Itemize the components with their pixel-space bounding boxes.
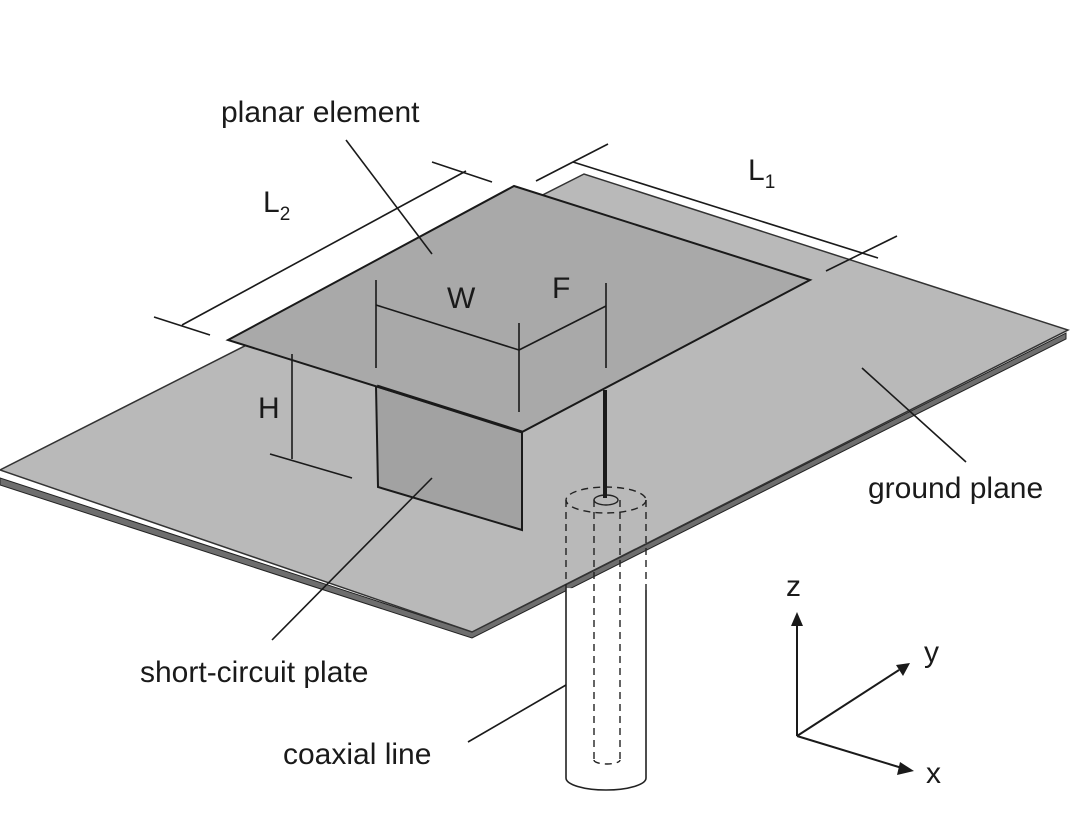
label-l1-sub: 1 xyxy=(765,172,776,193)
label-l1: L1 xyxy=(748,154,775,193)
label-planar-element: planar element xyxy=(221,96,420,129)
leader-coaxial-line xyxy=(467,684,567,743)
z-arrowhead-icon xyxy=(791,612,803,626)
coordinate-axes xyxy=(791,612,914,775)
label-l1-main: L xyxy=(748,154,765,187)
leader-lines xyxy=(271,139,967,743)
dimension-l2 xyxy=(153,161,493,336)
axis-label-y: y xyxy=(924,636,939,669)
axis-label-x: x xyxy=(926,757,941,790)
y-arrowhead-icon xyxy=(896,663,910,676)
label-ground-plane: ground plane xyxy=(868,472,1043,505)
coaxial-line xyxy=(565,486,647,791)
label-l2: L2 xyxy=(263,186,290,225)
dimension-w-f xyxy=(375,280,607,412)
label-f: F xyxy=(552,272,570,305)
label-l2-sub: 2 xyxy=(280,204,291,225)
dimension-l1 xyxy=(535,143,898,272)
label-short-circuit-plate: short-circuit plate xyxy=(140,656,368,689)
label-coaxial-line: coaxial line xyxy=(283,738,431,771)
leader-short-circuit-plate xyxy=(271,477,433,641)
label-w: W xyxy=(447,282,476,315)
x-arrowhead-icon xyxy=(897,762,914,775)
label-h: H xyxy=(258,392,280,425)
label-l2-main: L xyxy=(263,186,280,219)
leader-ground-plane xyxy=(861,367,967,463)
axis-label-z: z xyxy=(786,570,801,603)
dimension-h xyxy=(269,354,353,479)
leader-planar-element xyxy=(345,139,433,255)
coax-outer-body xyxy=(565,588,647,791)
